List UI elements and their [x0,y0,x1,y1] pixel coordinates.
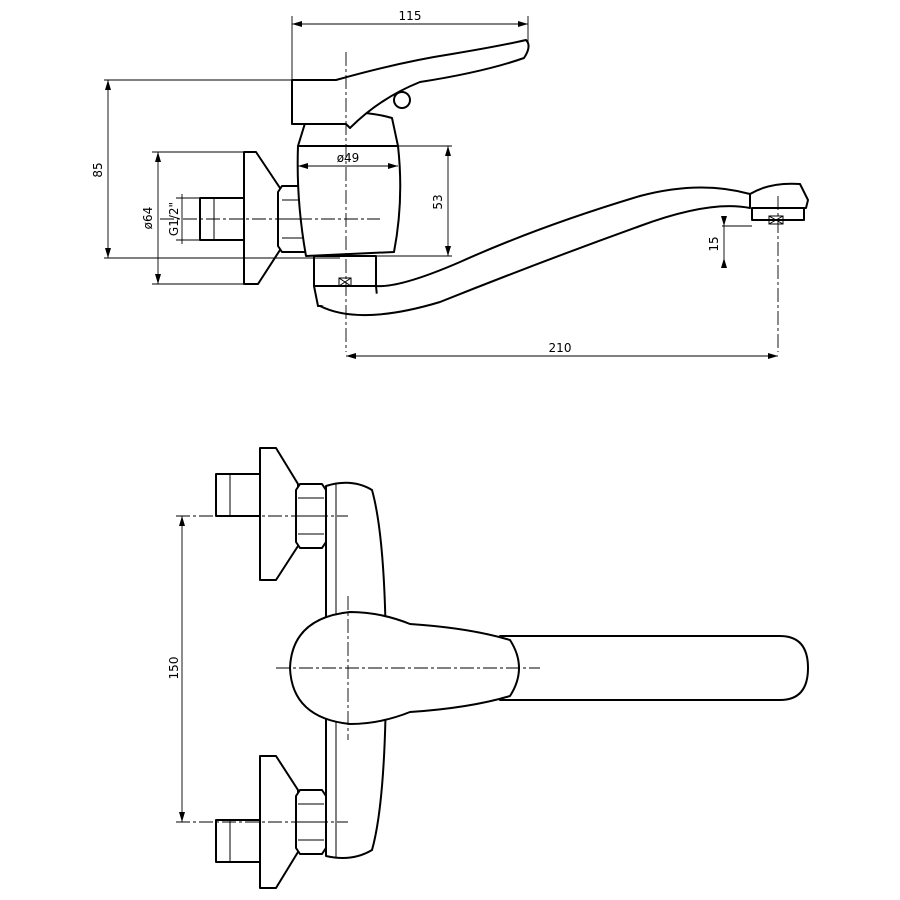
mixer-body [296,145,402,257]
dim-label-150: 150 [167,657,181,680]
dim-spout-drop: 15 [707,216,752,268]
dim-label-53: 53 [431,194,445,209]
dim-height-axis: 53 [346,145,452,257]
spout-front [499,635,809,701]
dim-label-85: 85 [91,162,105,177]
dim-spout-reach: 210 [346,341,778,359]
front-view: 150 [167,447,809,889]
dim-diameter-rosette: ø64 [141,151,244,285]
side-view: 115 85 ø49 53 [91,9,809,359]
spout [319,182,809,317]
dim-label-15: 15 [707,236,721,251]
handle-pivot-screw [393,91,411,109]
dim-diameter-body: ø49 [298,151,398,169]
wall-rosette [243,151,281,285]
dim-label-d49: ø49 [337,151,360,165]
upper-inlet-pipe [215,473,261,517]
dim-label-thread: G1/2" [167,202,181,236]
dim-label-115: 115 [399,9,422,23]
handle-lever [291,39,530,129]
lower-inlet-pipe [215,819,261,863]
upper-rosette [259,447,299,581]
dim-label-210: 210 [549,341,572,355]
dim-thread: G1/2" [167,194,200,244]
dim-label-d64: ø64 [141,207,155,230]
dim-height-total: 85 [91,79,340,259]
dim-centers: 150 [167,516,185,822]
dim-width-handle: 115 [291,9,529,84]
